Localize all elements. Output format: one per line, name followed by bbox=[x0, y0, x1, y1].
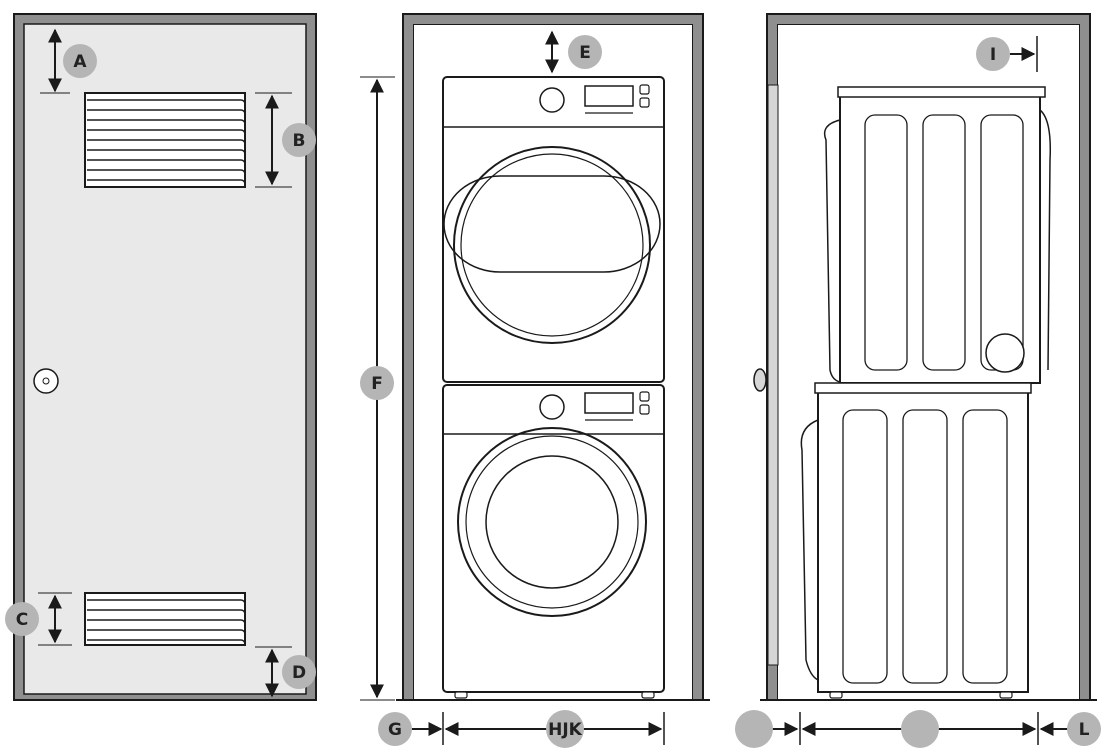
dimension-a: A bbox=[40, 28, 97, 94]
label-d: D bbox=[292, 663, 306, 683]
dimension-d: D bbox=[255, 646, 316, 698]
dimension-c: C bbox=[5, 592, 72, 646]
label-g: G bbox=[388, 720, 402, 740]
door-panel: A B C D bbox=[5, 13, 317, 701]
dimension-hjk: HJK bbox=[444, 710, 665, 748]
dimension-i: I bbox=[976, 36, 1038, 72]
front-view-panel: E F G HJK bbox=[360, 13, 710, 748]
dimension-e: E bbox=[545, 30, 602, 74]
doorknob bbox=[33, 368, 59, 394]
label-l: L bbox=[1079, 720, 1090, 740]
label-e: E bbox=[579, 43, 591, 63]
label-b: B bbox=[293, 131, 306, 151]
label-i: I bbox=[990, 45, 996, 65]
label-hjk: HJK bbox=[548, 720, 583, 740]
dimension-l: L bbox=[1039, 712, 1101, 746]
doorknob-side bbox=[753, 368, 767, 392]
washer-front bbox=[442, 384, 665, 699]
dimension-f: F bbox=[360, 76, 395, 701]
label-c: C bbox=[16, 610, 28, 630]
dryer-front bbox=[442, 76, 665, 383]
label-f: F bbox=[371, 374, 383, 394]
dimension-b: B bbox=[255, 92, 316, 188]
washer-side bbox=[800, 382, 1032, 699]
dimension-side-width bbox=[801, 710, 1039, 748]
dimension-side-left bbox=[735, 710, 801, 748]
top-louver-vent bbox=[84, 92, 246, 188]
label-a: A bbox=[73, 52, 87, 72]
dimension-g: G bbox=[378, 712, 444, 746]
side-view-panel: I L bbox=[735, 13, 1101, 748]
dryer-side bbox=[823, 86, 1052, 384]
bottom-louver-vent bbox=[84, 592, 246, 646]
